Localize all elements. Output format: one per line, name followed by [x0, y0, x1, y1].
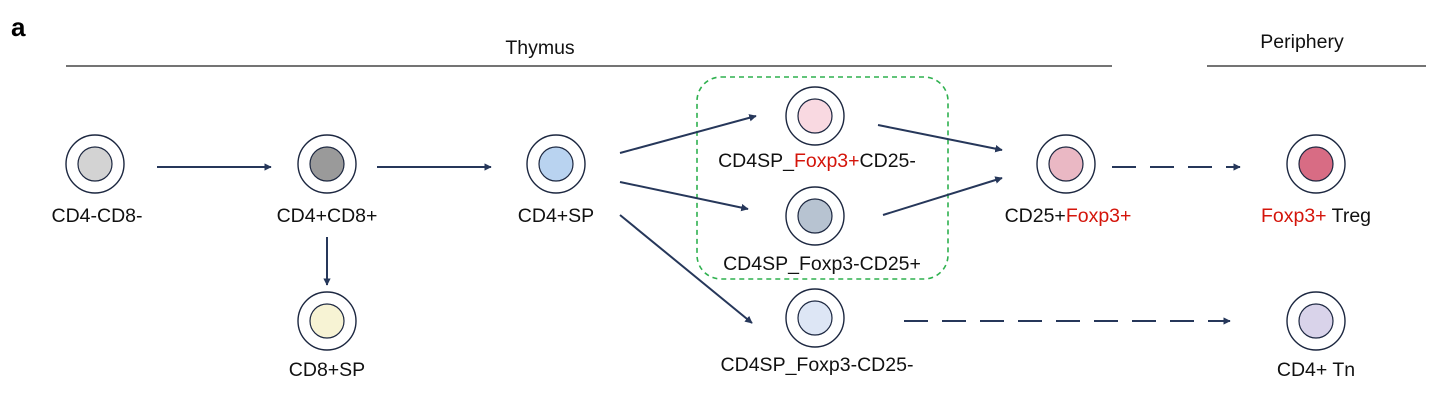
label-cd25-foxp3: CD25+Foxp3+: [1005, 205, 1132, 227]
cell-cd8sp: [297, 291, 357, 351]
label-cd4-cd8: CD4-CD8-: [51, 205, 142, 227]
label-treg-suffix: Treg: [1327, 205, 1371, 227]
cell-foxp3-cd25neg: [785, 86, 845, 146]
nucleus-tn: [1298, 303, 1334, 339]
nucleus-dn: [77, 146, 113, 182]
label-tn: CD4+ Tn: [1277, 359, 1355, 381]
label-treg: Foxp3+ Treg: [1261, 205, 1371, 227]
arrow-foxp3-to-cd25-foxp3: [877, 124, 1003, 153]
label-cd8sp: CD8+SP: [289, 359, 365, 381]
cell-cd25-foxp3neg: [785, 186, 845, 246]
label-cd25-foxp3-prefix: CD25+: [1005, 205, 1066, 227]
arrow-cd4sp-to-double-negative: [619, 214, 753, 324]
nucleus-dp: [309, 146, 345, 182]
label-foxp3-cd25neg: CD4SP_Foxp3+CD25-: [718, 150, 916, 172]
label-cd25-foxp3-highlight: Foxp3+: [1066, 205, 1132, 227]
panel-label: a: [11, 12, 26, 42]
cell-cd4sp: [526, 134, 586, 194]
cell-double-negative: [785, 288, 845, 348]
cell-cd4-cd8: [65, 134, 125, 194]
nucleus-cd25-foxp3neg: [797, 198, 833, 234]
arrow-cd4sp-to-foxp3-cd25neg: [619, 114, 757, 154]
label-cd25-foxp3neg: CD4SP_Foxp3-CD25+: [723, 253, 921, 275]
nucleus-cd25-foxp3: [1048, 146, 1084, 182]
label-foxp3-cd25neg-suffix: CD25-: [860, 150, 916, 172]
cell-cd4-cd8-double-positive: [297, 134, 357, 194]
label-double-negative: CD4SP_Foxp3-CD25-: [721, 354, 914, 376]
nucleus-double-negative: [797, 300, 833, 336]
label-cd4-cd8-double-positive: CD4+CD8+: [277, 205, 378, 227]
label-treg-highlight: Foxp3+: [1261, 205, 1327, 227]
foxp3-precursor-group-box: [696, 76, 949, 280]
nucleus-cd4sp: [538, 146, 574, 182]
cell-tn: [1286, 291, 1346, 351]
arrow-cd25-to-cd25-foxp3: [882, 176, 1003, 216]
periphery-header: Periphery: [1260, 31, 1344, 53]
nucleus-cd8sp: [309, 303, 345, 339]
cell-treg: [1286, 134, 1346, 194]
arrow-cd4sp-to-cd25-foxp3neg: [619, 181, 749, 212]
label-foxp3-cd25neg-prefix: CD4SP_: [718, 150, 795, 172]
label-foxp3-cd25neg-highlight: Foxp3+: [794, 150, 860, 172]
cell-cd25-foxp3: [1036, 134, 1096, 194]
nucleus-foxp3-cd25neg: [797, 98, 833, 134]
label-cd4sp: CD4+SP: [518, 205, 594, 227]
thymus-header: Thymus: [505, 37, 575, 59]
nucleus-treg: [1298, 146, 1334, 182]
